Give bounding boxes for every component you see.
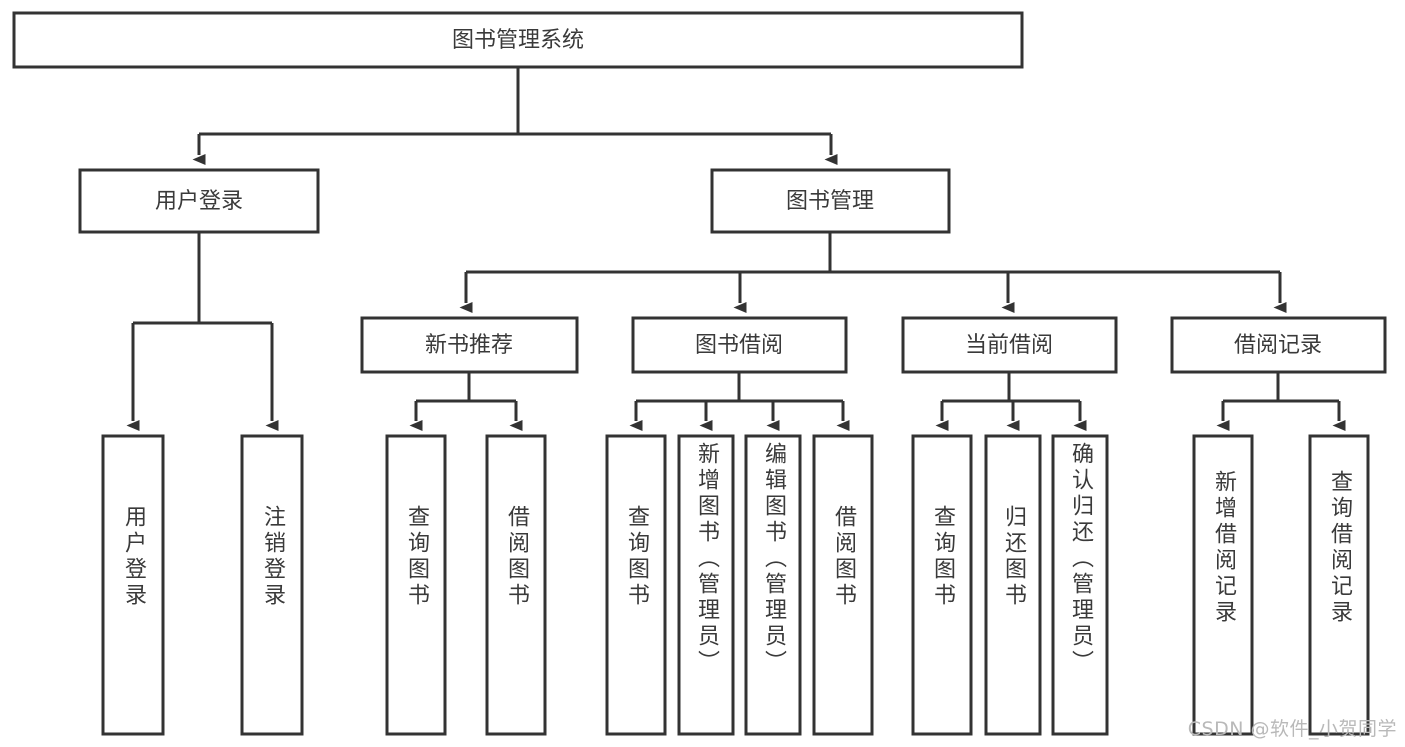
node-book-management-label: 图书管理 <box>786 189 874 214</box>
node-book-borrow[interactable]: 图书借阅 <box>631 316 848 374</box>
watermark: CSDN @软件_小贺同学 <box>1187 718 1397 740</box>
node-book-management[interactable]: 图书管理 <box>710 168 951 234</box>
node-leaf-query-book-rec-box[interactable] <box>385 434 447 736</box>
node-leaf-query-book-borrow-box[interactable] <box>605 434 667 736</box>
node-root[interactable]: 图书管理系统 <box>12 11 1024 69</box>
node-user-login-box[interactable] <box>78 168 320 234</box>
node-current-borrow-label: 当前借阅 <box>965 333 1053 358</box>
node-leaf-query-book-current-box[interactable] <box>911 434 973 736</box>
node-current-borrow-box[interactable] <box>901 316 1118 374</box>
node-current-borrow[interactable]: 当前借阅 <box>901 316 1118 374</box>
node-leaf-add-borrow-record-box[interactable] <box>1192 434 1254 736</box>
node-book-management-box[interactable] <box>710 168 951 234</box>
node-leaf-edit-book-admin-box[interactable] <box>744 434 802 736</box>
node-user-login-label: 用户登录 <box>155 189 243 214</box>
node-book-borrow-box[interactable] <box>631 316 848 374</box>
node-book-borrow-label: 图书借阅 <box>695 333 783 358</box>
node-borrow-record-box[interactable] <box>1170 316 1387 374</box>
node-borrow-record[interactable]: 借阅记录 <box>1170 316 1387 374</box>
node-new-book-recommend[interactable]: 新书推荐 <box>360 316 579 374</box>
node-user-login[interactable]: 用户登录 <box>78 168 320 234</box>
leaf-box-group <box>101 434 1370 736</box>
node-leaf-query-borrow-record-box[interactable] <box>1308 434 1370 736</box>
node-new-book-recommend-box[interactable] <box>360 316 579 374</box>
node-leaf-user-login-box[interactable] <box>101 434 165 736</box>
node-root-box[interactable] <box>12 11 1024 69</box>
node-leaf-borrow-book-box[interactable] <box>812 434 874 736</box>
node-borrow-record-label: 借阅记录 <box>1234 333 1322 358</box>
node-leaf-add-book-admin-box[interactable] <box>677 434 735 736</box>
node-leaf-logout-login-box[interactable] <box>240 434 304 736</box>
node-new-book-recommend-label: 新书推荐 <box>425 333 513 358</box>
node-leaf-confirm-return-admin-box[interactable] <box>1051 434 1109 736</box>
node-leaf-borrow-book-rec-box[interactable] <box>485 434 547 736</box>
node-root-label: 图书管理系统 <box>452 28 584 53</box>
node-leaf-return-book-box[interactable] <box>984 434 1042 736</box>
connector-group <box>126 67 1346 431</box>
